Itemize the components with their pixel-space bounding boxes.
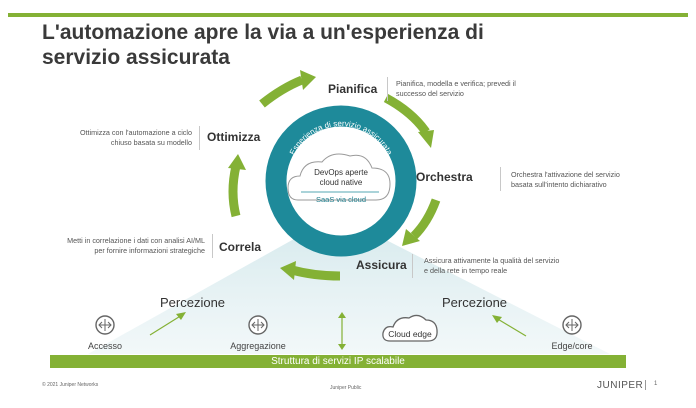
desc-pianifica-line2: successo del servizio xyxy=(396,89,464,98)
desc-assicura: Assicura attivamente la qualità del serv… xyxy=(424,256,559,276)
node-accesso-label: Accesso xyxy=(87,341,122,351)
cloud-text: DevOps aperte cloud native xyxy=(296,168,386,188)
perception-arrow-left xyxy=(149,314,183,336)
desc-ottimizza: Ottimizza con l'automazione a ciclo chiu… xyxy=(20,128,192,148)
divider-assicura xyxy=(412,254,413,278)
stage-ottimizza: Ottimizza xyxy=(207,130,261,144)
router-icon-aggregazione xyxy=(248,315,268,335)
cloud-line-1: DevOps aperte xyxy=(314,168,368,177)
ip-services-bar: Struttura di servizi IP scalabile xyxy=(50,355,626,368)
page-title: L'automazione apre la via a un'esperienz… xyxy=(42,20,484,70)
perception-label-left: Percezione xyxy=(160,295,226,310)
desc-ottimizza-line2: chiuso basata su modello xyxy=(110,138,192,147)
desc-ottimizza-line1: Ottimizza con l'automazione a ciclo xyxy=(79,128,192,137)
top-accent-bar xyxy=(8,13,688,17)
footer-classification: Juniper Public xyxy=(330,385,362,391)
perception-arrowhead-right xyxy=(492,315,502,323)
title-line-2: servizio assicurata xyxy=(42,46,230,69)
footer-copyright: © 2021 Juniper Networks xyxy=(42,382,99,388)
node-cloud-edge-label: Cloud edge xyxy=(388,329,432,339)
perspective-triangle xyxy=(88,215,610,354)
divider-orchestra xyxy=(500,167,501,191)
desc-pianifica-line1: Pianifica, modella e verifica; prevedi i… xyxy=(396,79,516,88)
arrow-pianifica-orchestra xyxy=(383,94,430,135)
arrow-assicura-correla xyxy=(290,265,341,281)
perception-arrowhead-center-up xyxy=(338,312,346,318)
stage-orchestra: Orchestra xyxy=(416,170,473,184)
divider-ottimizza xyxy=(199,126,200,150)
page-separator xyxy=(645,380,646,390)
stage-assicura: Assicura xyxy=(356,258,407,272)
divider-correla xyxy=(212,234,213,258)
stage-pianifica: Pianifica xyxy=(328,82,378,96)
desc-correla: Metti in correlazione i dati con analisi… xyxy=(20,236,205,256)
arrowhead-2 xyxy=(418,130,434,148)
perception-arrowhead-left xyxy=(176,312,186,320)
arrow-orchestra-assicura xyxy=(410,198,441,240)
cloud-shape xyxy=(287,153,391,201)
desc-correla-line2: per fornire informazioni strategiche xyxy=(94,246,205,255)
juniper-logo: JUNIPER xyxy=(597,380,644,391)
cloud-line-2: cloud native xyxy=(319,178,363,187)
arrowhead-5 xyxy=(228,154,246,170)
cloud-edge-icon xyxy=(382,314,438,342)
perception-arrowhead-center-down xyxy=(338,344,346,350)
arrowhead-4 xyxy=(280,261,296,280)
title-line-1: L'automazione apre la via a un'esperienz… xyxy=(42,21,484,44)
desc-assicura-line2: e della rete in tempo reale xyxy=(424,266,508,275)
router-icon-edge-core xyxy=(562,315,582,335)
perception-label-right: Percezione xyxy=(442,295,508,310)
saas-label: SaaS via cloud xyxy=(315,195,367,204)
perception-arrow-right xyxy=(495,317,527,337)
page-number: 1 xyxy=(654,381,658,387)
arrow-correla-ottimizza xyxy=(228,164,241,218)
stage-correla: Correla xyxy=(219,240,262,254)
arrow-ottimizza-pianifica xyxy=(259,75,304,108)
desc-orchestra-line1: Orchestra l'attivazione del servizio xyxy=(511,170,620,179)
desc-assicura-line1: Assicura attivamente la qualità del serv… xyxy=(424,256,560,265)
divider-pianifica xyxy=(387,77,388,101)
node-aggregazione-label: Aggregazione xyxy=(230,341,286,351)
router-icon-accesso xyxy=(95,315,115,335)
desc-orchestra: Orchestra l'attivazione del servizio bas… xyxy=(511,170,620,190)
arrowhead-1 xyxy=(300,70,316,90)
arrowhead-3 xyxy=(402,229,420,246)
node-edge-core-label: Edge/core xyxy=(551,341,593,351)
desc-correla-line1: Metti in correlazione i dati con analisi… xyxy=(67,236,205,245)
desc-orchestra-line2: basata sull'intento dichiarativo xyxy=(511,180,607,189)
desc-pianifica: Pianifica, modella e verifica; prevedi i… xyxy=(396,79,516,99)
